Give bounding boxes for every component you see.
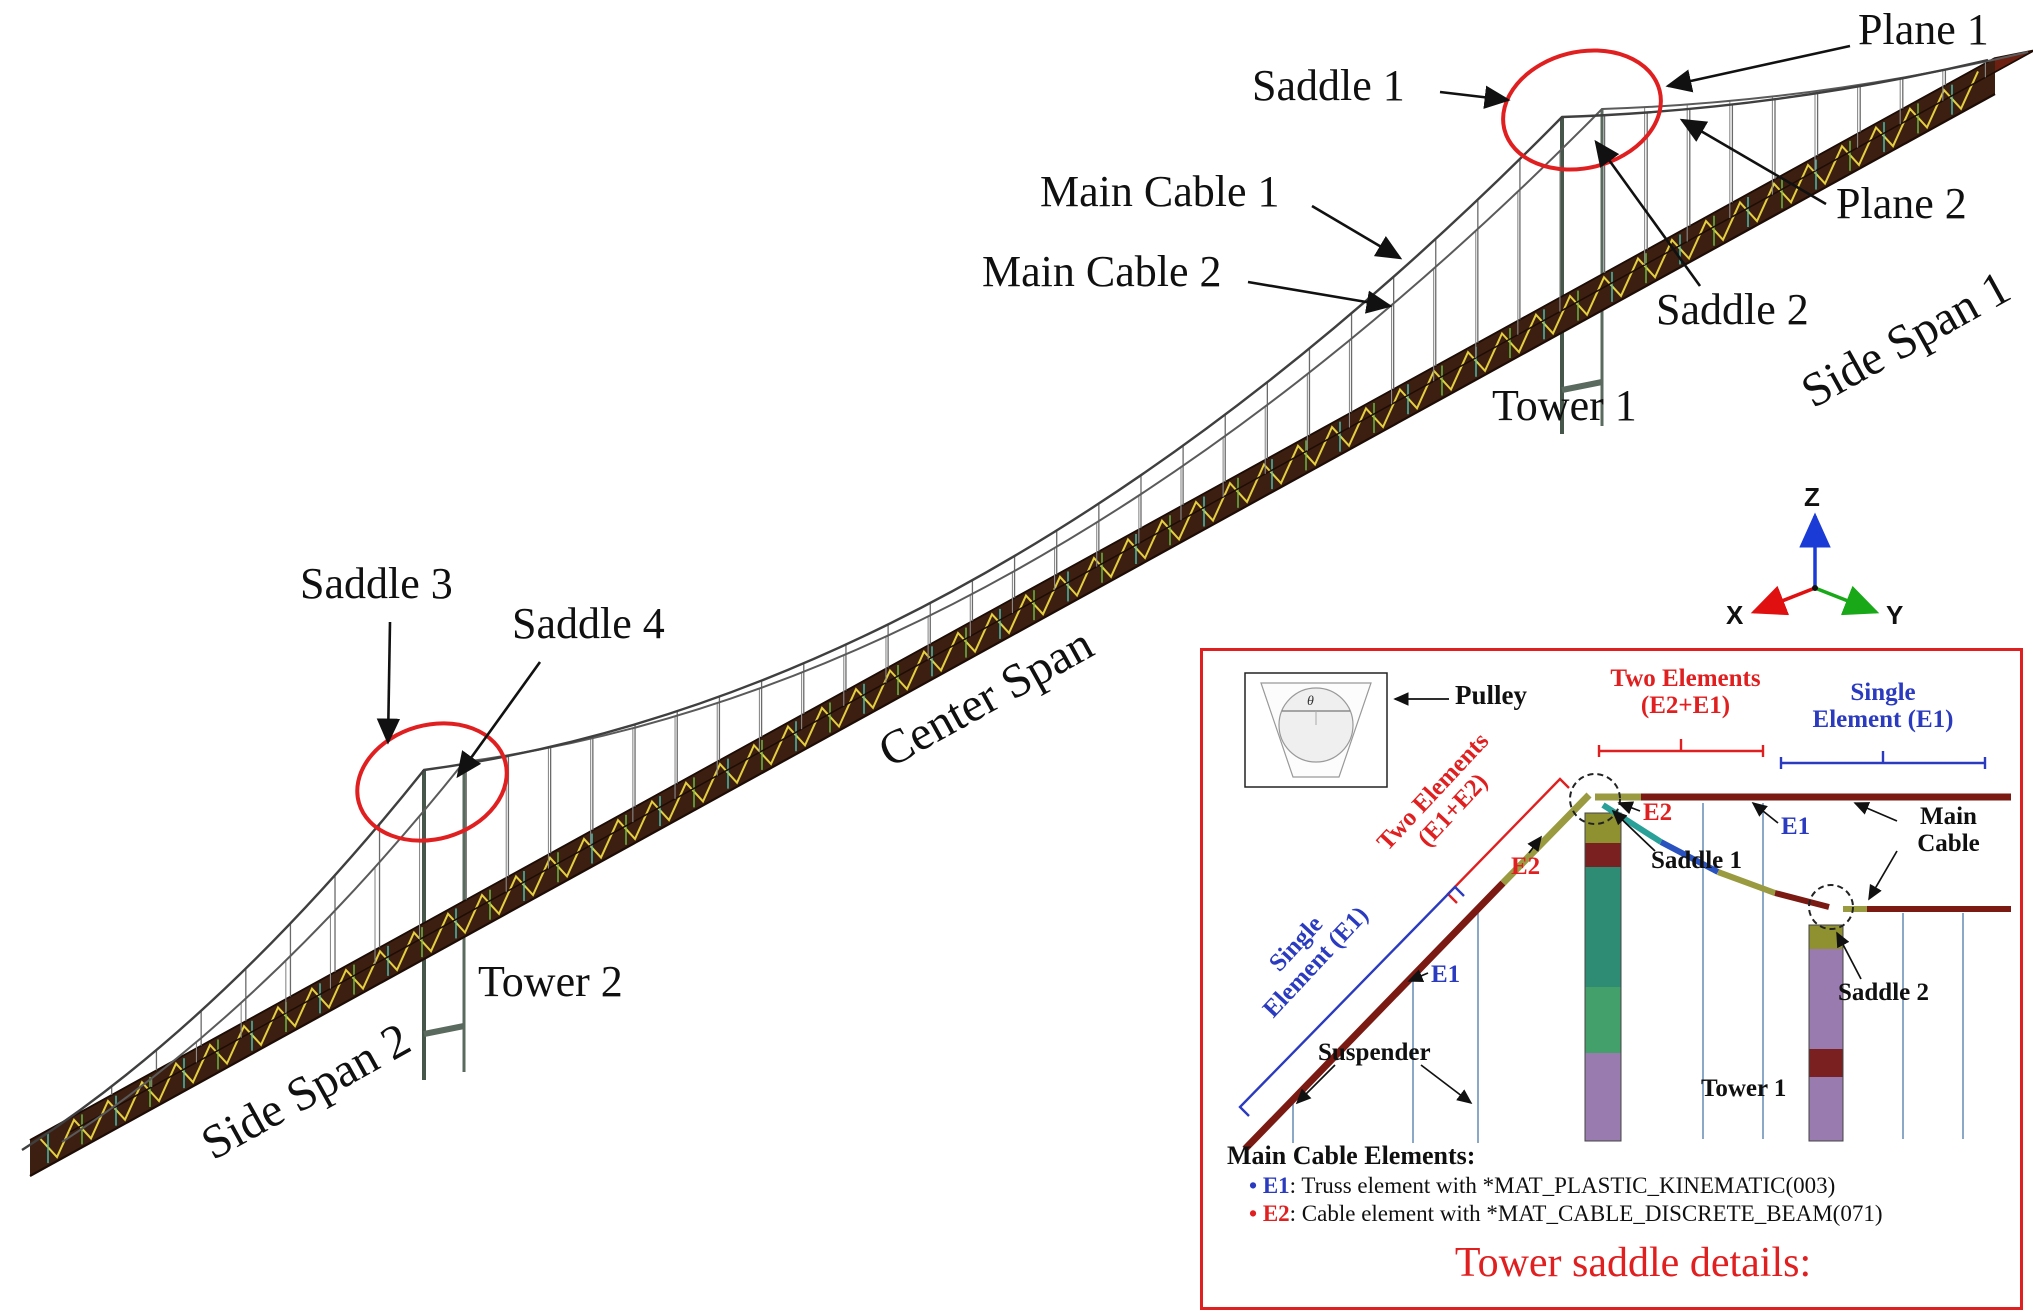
label-single-element-top: Single Element (E1) [1783, 679, 1983, 733]
label-main-cable-2: Main Cable 2 [982, 247, 1222, 296]
plane-2-arrow [1679, 118, 1827, 206]
main-cable-word-2: Cable [1917, 830, 1980, 857]
label-tower-1: Tower 1 [1492, 381, 1637, 430]
x-axis-arrow [1750, 585, 1816, 616]
saddle-2-arrow [1594, 139, 1702, 287]
label-plane-1: Plane 1 [1858, 5, 1989, 54]
legend-e1-desc: : Truss element with *MAT_PLASTIC_KINEMA… [1289, 1173, 1836, 1198]
saddle-3-arrow [376, 621, 401, 745]
label-e1-cable: E1 [1781, 813, 1811, 840]
pulley-thumbnail: θ [1244, 672, 1388, 788]
label-main-cable-1: Main Cable 1 [1040, 167, 1280, 216]
suspender-right-arrow [1420, 1064, 1473, 1105]
main-cable-upper-arrow [1853, 802, 1898, 822]
main-cable-lower-arrow [1868, 850, 1898, 901]
z-axis-label: Z [1804, 482, 1820, 512]
label-tower-2: Tower 2 [478, 957, 623, 1006]
legend-item-e1: • E1: Truss element with *MAT_PLASTIC_KI… [1249, 1173, 1835, 1199]
e1-diagonal-arrow [1407, 969, 1429, 982]
detail-suspenders [1292, 803, 1964, 1143]
single-element-top-line1: Single [1850, 679, 1916, 706]
legend-item-e2: • E2: Cable element with *MAT_CABLE_DISC… [1249, 1201, 1883, 1227]
deck-truss-zigzag [39, 70, 1979, 1159]
element-span-brackets [1238, 739, 1987, 1117]
e2-diagonal-arrow [1527, 835, 1543, 854]
label-saddle-2: Saddle 2 [1656, 285, 1809, 334]
label-saddle-3: Saddle 3 [300, 559, 453, 608]
main-cable-word-1: Main [1920, 803, 1977, 830]
two-elements-top-line1: Two Elements [1610, 665, 1761, 692]
main-cable-1-curve [21, 58, 1989, 1152]
label-detail-tower-1: Tower 1 [1701, 1075, 1787, 1102]
saddle-4-arrow [456, 661, 542, 779]
triad-origin [1812, 585, 1818, 591]
label-detail-suspender: Suspender [1318, 1039, 1431, 1066]
saddle-1-detail-arrow [1611, 809, 1656, 852]
legend-e2-key: E2 [1262, 1201, 1290, 1226]
legend-e1-key: E1 [1262, 1173, 1290, 1198]
inset-title: Tower saddle details: [1454, 1240, 1812, 1286]
label-saddle-1: Saddle 1 [1252, 61, 1405, 110]
main-cable-2-curve [61, 51, 2029, 1143]
saddle-detail-drawing: θ [1238, 672, 2011, 1152]
label-e2-diagonal: E2 [1511, 853, 1541, 880]
legend-e1-bullet: • [1249, 1173, 1258, 1198]
y-axis-label: Y [1886, 600, 1903, 630]
single-element-top-line2: Element (E1) [1812, 706, 1954, 733]
detail-pointer-arrows [1295, 692, 1898, 1105]
detail-main-cable [1242, 792, 2011, 1152]
suspender-left-arrow [1295, 1064, 1336, 1105]
y-axis-arrow [1814, 585, 1880, 616]
label-detail-saddle-2: Saddle 2 [1838, 979, 1930, 1006]
near-tower-column [1584, 812, 1622, 1142]
legend-title: Main Cable Elements: [1227, 1141, 1476, 1170]
main-cable-2-arrow [1247, 280, 1393, 314]
saddle-2-detail-arrow [1836, 931, 1862, 980]
two-elements-top-line2: (E2+E1) [1640, 692, 1731, 719]
far-tower-column [1808, 924, 1844, 1142]
bridge-deck [29, 49, 2033, 1177]
legend-e2-desc: : Cable element with *MAT_CABLE_DISCRETE… [1289, 1201, 1883, 1226]
label-e1-diagonal: E1 [1431, 961, 1461, 988]
saddle-1-arrow [1439, 85, 1511, 109]
x-axis-label: X [1726, 600, 1744, 630]
label-plane-2: Plane 2 [1836, 179, 1967, 228]
label-two-elements-top: Two Elements (E2+E1) [1593, 665, 1778, 719]
plane-1-arrow [1665, 44, 1851, 93]
saddle-1-dashed-circle [1569, 773, 1621, 825]
e2-saddle-arrow [1617, 801, 1641, 815]
label-pulley: Pulley [1455, 680, 1527, 710]
e1-cable-arrow [1751, 801, 1779, 824]
label-detail-saddle-1: Saddle 1 [1651, 847, 1743, 874]
annotation-arrows [376, 44, 1851, 779]
saddle-3-4-highlight-ellipse [355, 721, 509, 843]
tower-saddle-details-panel: θ [1200, 648, 2023, 1310]
label-e2-saddle: E2 [1643, 799, 1673, 826]
label-saddle-4: Saddle 4 [512, 599, 665, 648]
main-cable-1-arrow [1311, 204, 1403, 260]
saddle-2-dashed-circle [1808, 884, 1854, 930]
legend-e2-bullet: • [1249, 1201, 1258, 1226]
label-detail-main-cable: Main Cable [1901, 803, 1996, 857]
saddle-1-2-highlight-ellipse [1501, 48, 1663, 172]
coordinate-triad: Z X Y [1726, 482, 1903, 630]
pulley-theta-symbol: θ [1307, 694, 1314, 709]
